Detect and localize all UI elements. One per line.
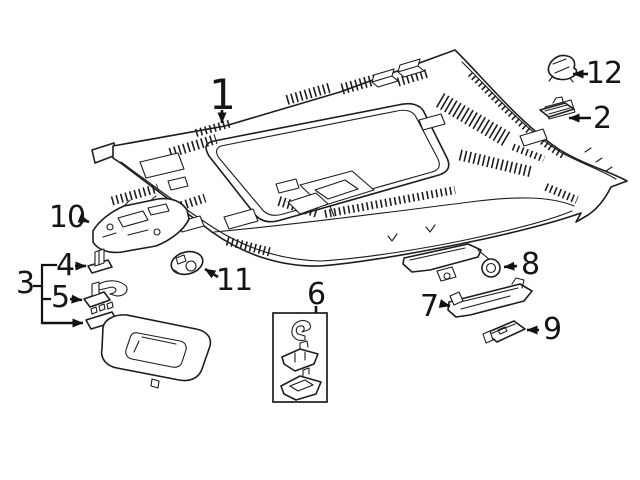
sunroof-opening (205, 102, 450, 223)
part-12-switch-drawing (547, 54, 578, 83)
part-4-clip-drawing (87, 248, 113, 274)
callout-2-label: 2 (592, 101, 612, 136)
part-8-bracket-drawing (402, 243, 501, 282)
callout-3-label: 3 (15, 266, 35, 301)
headliner-panel-drawing (91, 49, 628, 267)
part-6-middle-clip (281, 340, 319, 372)
part-11-lamp-drawing (170, 250, 204, 276)
part-5-hook-drawing (83, 280, 128, 308)
callout-8-label: 8 (520, 247, 540, 282)
part-6-hook-clip (291, 319, 311, 341)
part-9-bracket-drawing (482, 320, 526, 344)
callout-1-label: 1 (209, 70, 236, 119)
callout-7-label: 7 (419, 289, 439, 324)
part-6-box (272, 312, 328, 403)
callout-4-label: 4 (55, 248, 75, 283)
callout-11-label: 11 (215, 263, 253, 298)
callout-5-label: 5 (50, 280, 70, 315)
part-6-bezel-clip (280, 367, 322, 401)
sun-visor-drawing (85, 301, 212, 389)
part-10-console-drawing (92, 195, 190, 254)
part-7-rail-drawing (447, 277, 533, 318)
callout-6-label: 6 (306, 277, 326, 312)
part-2-clip-drawing (539, 96, 575, 118)
callout-12-label: 12 (585, 56, 623, 91)
callout-9-label: 9 (542, 312, 562, 347)
callout-10-label: 10 (48, 200, 86, 235)
callout-leaders (32, 69, 591, 335)
